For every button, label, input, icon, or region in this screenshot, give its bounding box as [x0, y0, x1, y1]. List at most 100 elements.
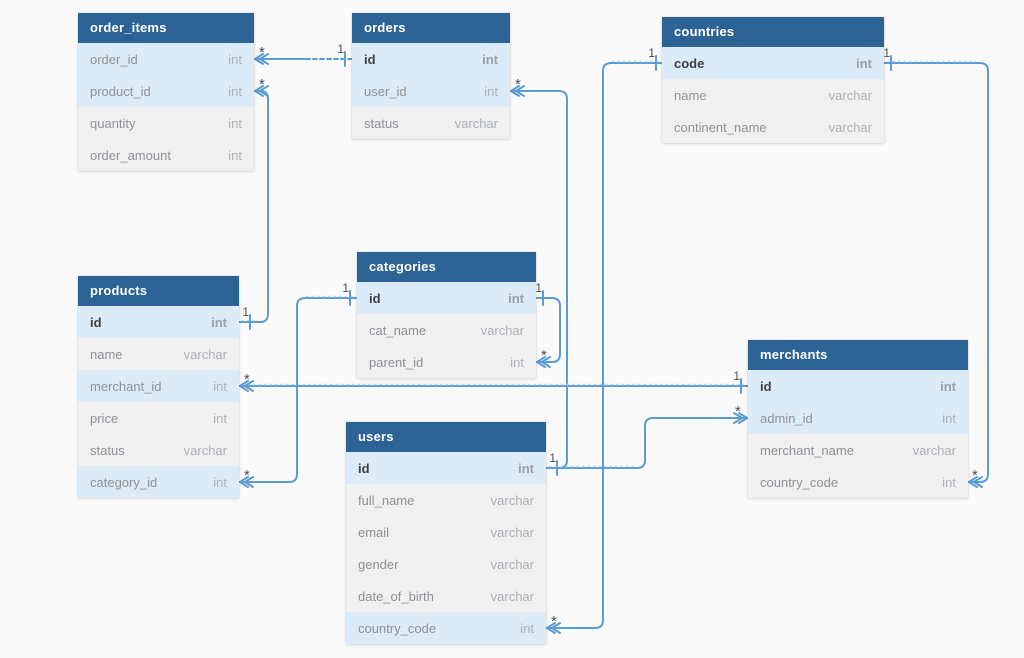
relation-users-country_code-to-countries-code[interactable]: *1	[545, 46, 663, 634]
column-type: varchar	[828, 87, 872, 103]
column-countries-code[interactable]: code int	[662, 47, 884, 79]
relation-line[interactable]	[535, 297, 561, 363]
cardinality-many-label: *	[244, 371, 250, 388]
column-countries-name[interactable]: name varchar	[662, 79, 884, 111]
column-products-name[interactable]: name varchar	[78, 338, 239, 370]
many-crowsfoot-icon	[733, 412, 748, 424]
relation-line[interactable]	[545, 62, 663, 629]
many-crowsfoot-icon	[239, 380, 254, 392]
relation-line[interactable]	[883, 62, 989, 483]
column-name: name	[674, 87, 707, 103]
cardinality-one-label: 1	[342, 281, 349, 295]
table-title-countries[interactable]: countries	[662, 17, 884, 47]
column-merchants-admin_id[interactable]: admin_id int	[748, 402, 968, 434]
relation-products-category_id-to-categories-id[interactable]: *1	[238, 281, 358, 488]
table-title-orders[interactable]: orders	[352, 13, 510, 43]
relation-merchants-admin_id-to-users-id[interactable]: *	[545, 403, 749, 469]
cardinality-many-label: *	[244, 467, 250, 484]
cardinality-one-label: 1	[549, 451, 556, 465]
relation-line[interactable]	[545, 417, 749, 469]
many-crowsfoot-icon	[254, 53, 269, 65]
table-title-products[interactable]: products	[78, 276, 239, 306]
column-name: product_id	[90, 83, 151, 99]
column-name: merchant_name	[760, 442, 854, 458]
column-type: int	[942, 410, 956, 426]
column-type: varchar	[183, 442, 227, 458]
column-name: id	[90, 314, 102, 330]
column-users-country_code[interactable]: country_code int	[346, 612, 546, 644]
table-title-categories[interactable]: categories	[357, 252, 536, 282]
column-type: varchar	[490, 524, 534, 540]
relation-line[interactable]	[238, 297, 358, 483]
column-name: country_code	[358, 620, 437, 636]
table-title-order_items[interactable]: order_items	[78, 13, 254, 43]
column-products-status[interactable]: status varchar	[78, 434, 239, 466]
column-type: int	[856, 55, 872, 71]
column-name: status	[90, 442, 125, 458]
column-name: date_of_birth	[358, 588, 434, 604]
relation-order_items-order_id-to-orders-id[interactable]: *1	[253, 42, 353, 67]
column-type: int	[484, 83, 498, 99]
cardinality-one-label: 1	[242, 305, 249, 319]
column-type: int	[508, 290, 524, 306]
column-name: name	[90, 346, 123, 362]
cardinality-one-label: 1	[733, 369, 740, 383]
column-name: admin_id	[760, 410, 813, 426]
column-type: int	[213, 378, 227, 394]
cardinality-many-label: *	[259, 44, 265, 61]
column-type: int	[228, 115, 242, 131]
relation-line[interactable]	[238, 90, 269, 323]
column-name: parent_id	[369, 354, 424, 370]
table-title-users[interactable]: users	[346, 422, 546, 452]
column-name: price	[90, 410, 119, 426]
column-type: varchar	[183, 346, 227, 362]
column-type: int	[520, 620, 534, 636]
cardinality-one-label: 1	[648, 46, 655, 60]
relation-categories-parent_id-to-categories-id[interactable]: *1	[535, 281, 561, 368]
cardinality-many-label: *	[551, 613, 557, 630]
relation-merchants-country_code-to-countries-code[interactable]: *1	[883, 46, 989, 488]
column-type: varchar	[490, 492, 534, 508]
column-name: gender	[358, 556, 399, 572]
column-name: code	[674, 55, 705, 71]
column-name: id	[760, 378, 772, 394]
many-crowsfoot-icon	[536, 356, 551, 368]
relation-order_items-product_id-to-products-id[interactable]: *1	[238, 76, 269, 330]
relation-products-merchant_id-to-merchants-id[interactable]: *1	[238, 369, 749, 394]
table-title-merchants[interactable]: merchants	[748, 340, 968, 370]
column-type: int	[213, 474, 227, 490]
column-name: cat_name	[369, 322, 427, 338]
table-countries[interactable]: countries code int name varchar continent_nam…	[662, 17, 884, 143]
